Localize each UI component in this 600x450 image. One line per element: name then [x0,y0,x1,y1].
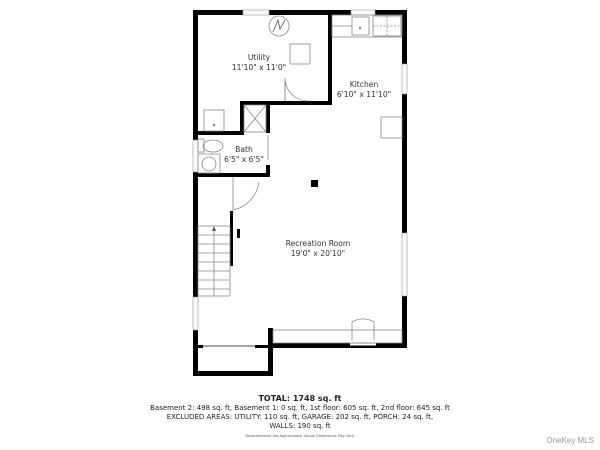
room-dims-recreation: 19'0" x 20'10" [291,249,345,258]
walls-area: WALLS: 190 sq. ft [269,422,331,430]
room-dims-bath: 6'5" x 6'5" [224,155,264,164]
room-name-recreation: Recreation Room [286,239,351,248]
disclaimer: Measurements Are Approximate. Actual Dim… [245,434,355,438]
room-dims-utility: 11'10" x 11'0" [232,63,286,72]
watermark: OneKey MLS [546,436,594,445]
floor-plan: Utility 11'10" x 11'0" Kitchen 6'10" x 1… [192,9,408,376]
exterior-walls [193,10,407,376]
windows [192,9,408,331]
room-name-utility: Utility [248,53,271,62]
interior-walls [193,10,332,348]
room-dims-kitchen: 6'10" x 11'10" [337,90,391,99]
fixtures [197,14,403,344]
room-name-bath: Bath [235,145,253,154]
total-area: TOTAL: 1748 sq. ft [258,394,342,403]
floor-areas: Basement 2: 498 sq. ft, Basement 1: 0 sq… [150,404,450,412]
stair-arrow-icon [212,226,216,231]
doors [203,77,376,347]
excluded-areas: EXCLUDED AREAS: UTILITY: 110 sq. ft, GAR… [166,413,434,421]
room-name-kitchen: Kitchen [350,80,379,89]
